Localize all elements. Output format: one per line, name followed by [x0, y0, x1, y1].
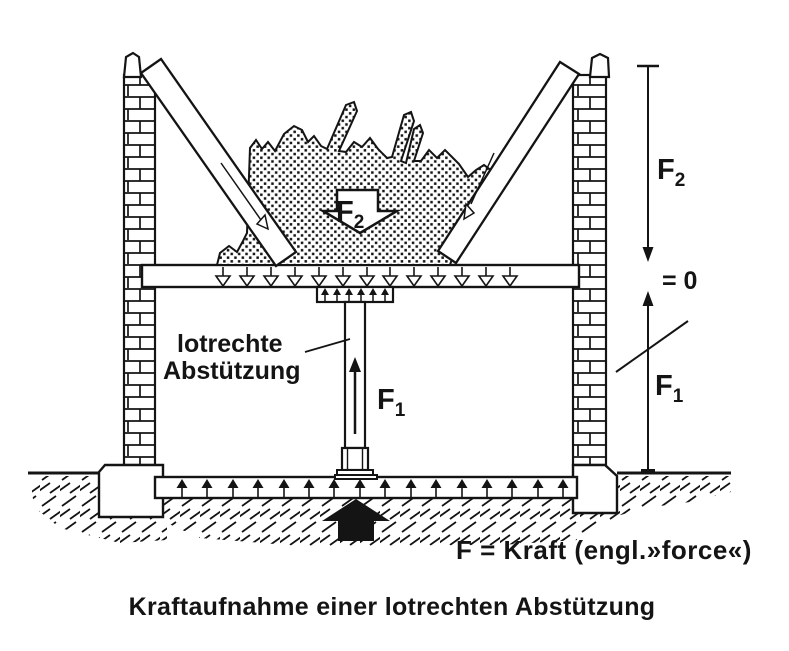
ground-reaction-arrow	[322, 499, 390, 541]
left-raking-shore	[139, 57, 298, 268]
left-wall-broken-cap	[122, 51, 143, 79]
dimension-down-arrowhead	[642, 247, 654, 262]
rubble-mass	[215, 100, 494, 266]
right-brick-wall	[571, 52, 611, 467]
right-shore-direction-arrow	[463, 202, 476, 221]
support-label-line1: lotrechte	[177, 330, 283, 358]
support-annotation: lotrechte Abstützung	[163, 330, 351, 385]
post-force-label: F1	[377, 384, 406, 421]
dimension-break-slash	[615, 320, 689, 373]
rubble-force-label: F2	[336, 196, 364, 233]
shore-collar	[340, 446, 370, 472]
shore-sole-plate	[334, 474, 378, 480]
right-wall-broken-cap	[588, 52, 611, 79]
left-brick-wall	[122, 51, 157, 467]
right-foundation	[571, 463, 619, 515]
support-label-line2: Abstützung	[163, 357, 300, 385]
left-foundation	[97, 463, 165, 519]
force-legend: F = Kraft (engl.»force«)	[456, 535, 752, 565]
post-force-arrow	[349, 357, 361, 434]
annotation-pointer-line	[304, 338, 351, 353]
dimension-up-arrowhead	[642, 291, 654, 306]
vertical-shore	[315, 285, 395, 480]
rubble-force-arrow: F2	[318, 188, 402, 235]
force-balance-dimension: F2 = 0 F1	[615, 64, 697, 473]
dimension-f2-label: F2	[657, 154, 685, 191]
dimension-f1-label: F1	[655, 370, 684, 407]
dimension-zero-label: = 0	[662, 267, 697, 295]
left-shore-direction-arrow	[255, 213, 270, 231]
right-raking-shore	[436, 60, 581, 265]
figure-caption: Kraftaufnahme einer lotrechten Abstützun…	[129, 593, 656, 621]
